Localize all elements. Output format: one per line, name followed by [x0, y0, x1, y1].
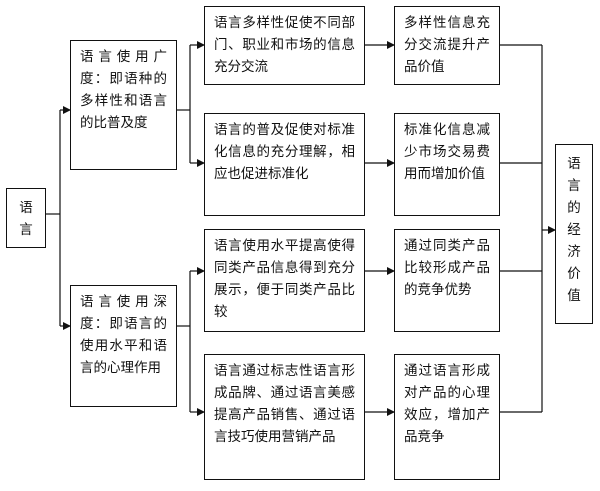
node-m1: 语言多样性促使不同部门、职业和市场的信息充分交流: [204, 6, 365, 85]
node-root: 语言: [6, 188, 46, 248]
node-m2: 语言的普及促使对标准化信息的充分理解，相应也促进标准化: [204, 113, 365, 216]
node-r1-text: 多样性信息充分交流提升产品价值: [404, 15, 490, 75]
node-final: 语言的经济价值: [555, 144, 593, 324]
node-depth-text: 语言使用深度：即语言的使用水平和语言的心理作用: [80, 294, 167, 376]
node-m2-text: 语言的普及促使对标准化信息的充分理解，相应也促进标准化: [214, 122, 355, 182]
node-r3-text: 通过同类产品比较形成产品的竞争优势: [404, 238, 490, 298]
node-r2: 标准化信息减少市场交易费用而增加价值: [394, 113, 500, 216]
node-m3: 语言使用水平提高使得同类产品信息得到充分展示，便于同类产品比较: [204, 229, 365, 332]
node-r3: 通过同类产品比较形成产品的竞争优势: [394, 229, 500, 332]
node-m3-text: 语言使用水平提高使得同类产品信息得到充分展示，便于同类产品比较: [214, 238, 355, 320]
node-breadth: 语言使用广度：即语种的多样性和语言的比普及度: [70, 40, 177, 170]
node-m1-text: 语言多样性促使不同部门、职业和市场的信息充分交流: [214, 15, 355, 75]
node-r1: 多样性信息充分交流提升产品价值: [394, 6, 500, 85]
node-r4-text: 通过语言形成对产品的心理效应，增加产品竞争: [404, 363, 490, 445]
node-m4-text: 语言通过标志性语言形成品牌、通过语言美感提高产品销售、通过语言技巧使用营销产品: [214, 363, 355, 445]
node-root-text: 语言: [19, 200, 33, 238]
node-depth: 语言使用深度：即语言的使用水平和语言的心理作用: [70, 285, 177, 407]
node-r4: 通过语言形成对产品的心理效应，增加产品竞争: [394, 354, 500, 480]
node-r2-text: 标准化信息减少市场交易费用而增加价值: [404, 122, 490, 182]
node-final-text: 语言的经济价值: [567, 156, 581, 304]
node-breadth-text: 语言使用广度：即语种的多样性和语言的比普及度: [80, 49, 167, 131]
node-m4: 语言通过标志性语言形成品牌、通过语言美感提高产品销售、通过语言技巧使用营销产品: [204, 354, 365, 480]
